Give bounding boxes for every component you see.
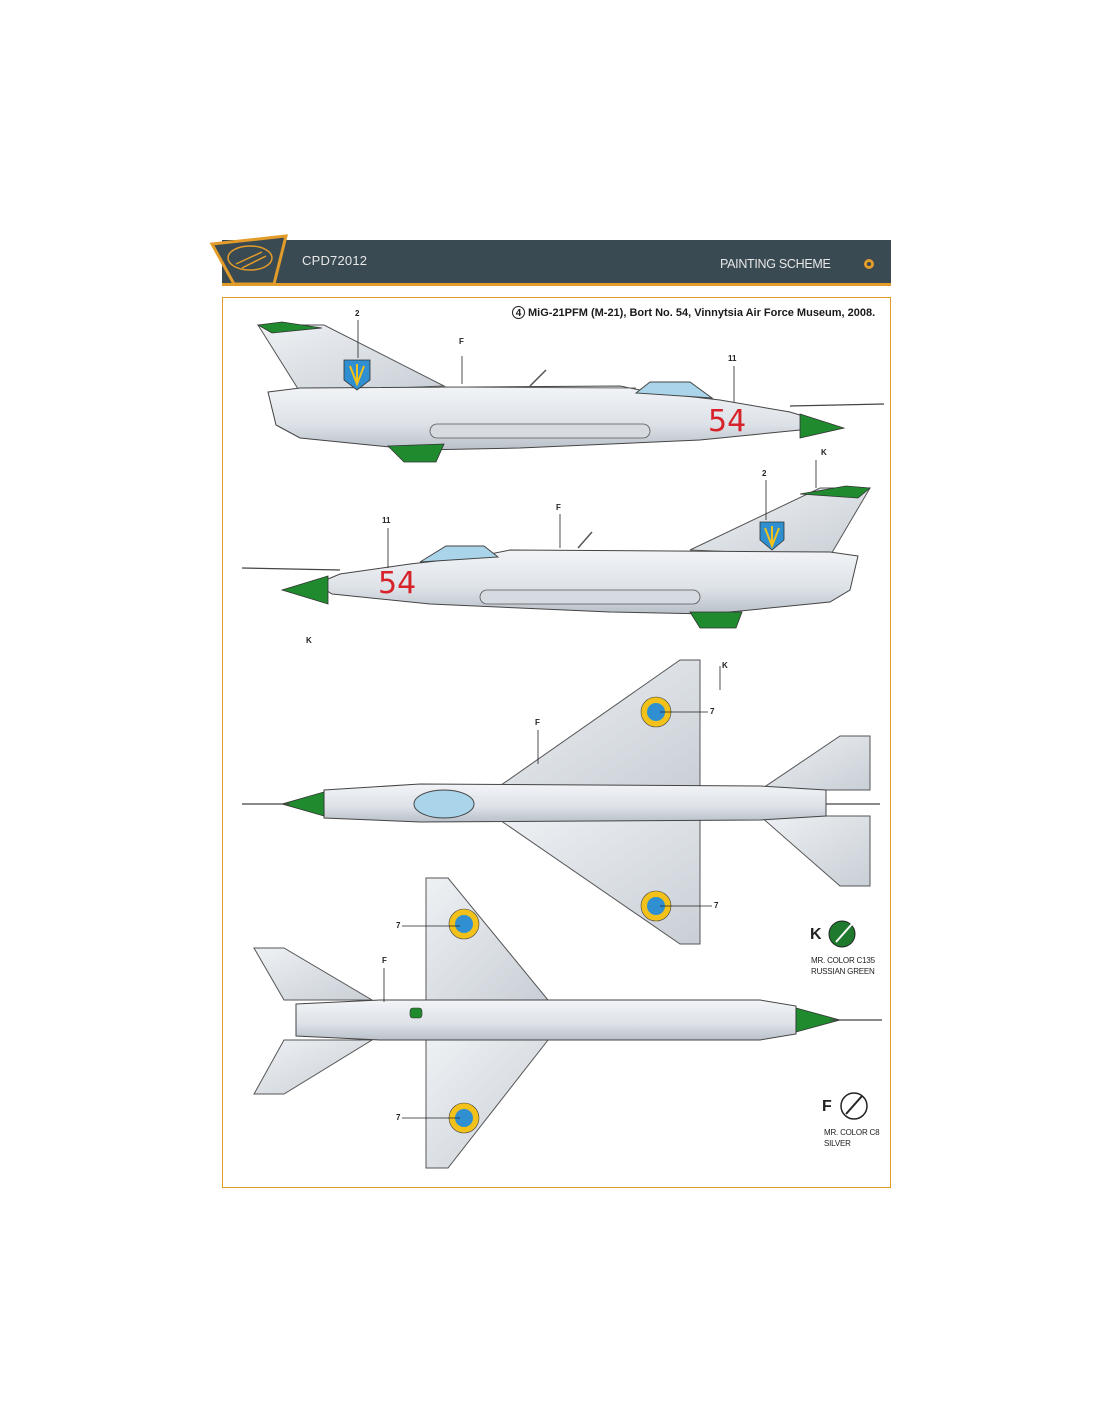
top-view — [242, 659, 880, 945]
callout-f-3: F — [535, 718, 540, 727]
callout-7-b: 7 — [714, 901, 719, 910]
product-code: CPD72012 — [302, 253, 368, 268]
header-bar — [222, 240, 891, 286]
scheme-title-text: MiG-21PFM (M-21), Bort No. 54, Vinnytsia… — [528, 307, 876, 319]
callout-k-1: K — [821, 448, 827, 457]
bottom-view — [253, 877, 882, 1169]
callout-7-a: 7 — [710, 707, 715, 716]
callout-2-mid: 2 — [762, 469, 767, 478]
scheme-number: 4 — [512, 306, 525, 319]
brand-logo — [209, 234, 288, 286]
callout-2-top: 2 — [355, 309, 360, 318]
bort-number-right: 54 — [378, 566, 417, 601]
header-dot-icon — [864, 259, 874, 269]
profile-right-view — [241, 485, 872, 629]
callout-11-top: 11 — [728, 354, 737, 363]
paint-k-letter: K — [810, 926, 822, 943]
paint-f-line1: MR. COLOR C8 — [824, 1128, 880, 1137]
callout-11-mid: 11 — [382, 516, 391, 525]
content-frame — [222, 297, 891, 1188]
callout-k-3: K — [722, 661, 728, 670]
aircraft-artwork — [241, 320, 885, 1169]
leader-lines — [357, 320, 817, 1119]
callout-f-1: F — [459, 337, 464, 346]
profile-left-view — [256, 321, 885, 463]
callout-k-2: K — [306, 636, 312, 645]
bort-number-left: 54 — [708, 404, 747, 439]
paint-f-line2: SILVER — [824, 1139, 851, 1148]
callout-f-4: F — [382, 956, 387, 965]
paint-k-line1: MR. COLOR C135 — [811, 956, 875, 965]
callout-7-c: 7 — [396, 921, 401, 930]
paint-k-line2: RUSSIAN GREEN — [811, 967, 875, 976]
callout-7-d: 7 — [396, 1113, 401, 1122]
paint-k-label: MR. COLOR C135 RUSSIAN GREEN — [811, 955, 875, 977]
section-title: PAINTING SCHEME — [720, 257, 831, 271]
paint-f-letter: F — [822, 1098, 832, 1115]
paint-f-label: MR. COLOR C8 SILVER — [824, 1127, 880, 1149]
callout-f-2: F — [556, 503, 561, 512]
